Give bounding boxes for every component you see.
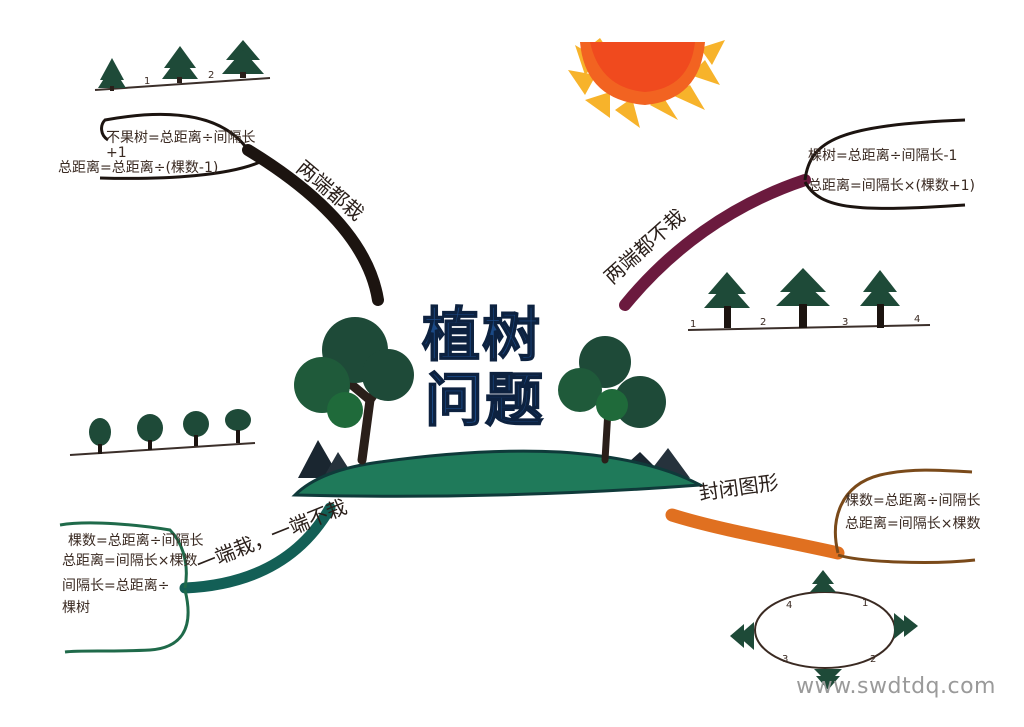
round-tree-icon [89,418,111,454]
pine-tree-icon [162,46,198,83]
tree-number: 2 [760,317,766,328]
pine-tree-icon [860,270,900,328]
pine-tree-icon [222,40,264,78]
loop-number: 2 [870,654,876,665]
branch-label: 封闭图形 [697,470,780,505]
pine-tree-icon [776,268,830,328]
round-tree-icon [183,411,209,446]
note-line: 总距离=间隔长×(棵数+1) [808,177,975,194]
loop-number: 1 [862,598,868,609]
loop-number: 4 [786,600,792,611]
note-line: 棵数=总距离÷间隔长 [845,492,980,509]
tree-number: 2 [208,70,214,81]
round-tree-icon [225,409,251,443]
note-line: +1 [106,145,127,161]
branch-both-ends: 不果树=总距离÷间隔长 +1 总距离=总距离÷(棵数-1) 两端都栽 [58,112,384,306]
tree-number: 4 [914,314,920,325]
large-tree-right-icon [558,336,666,464]
tree-row-both-ends: 1 2 [94,40,271,91]
note-line: 间隔长=总距离÷ [62,577,169,594]
pine-tree-icon [814,669,842,690]
branch-one-end: 棵数=总距离÷间隔长 总距离=间隔长×棵数 间隔长=总距离÷ 棵树 一端栽，一端… [59,494,350,654]
tree-row-one-end [69,409,256,456]
title-line-1: 植树 [422,301,542,369]
note-line: 棵树=总距离÷间隔长-1 [808,147,957,164]
note-line: 总距离=间隔长×棵数 [845,515,980,532]
large-tree-left-icon [294,317,414,465]
round-tree-icon [137,414,163,450]
tree-number: 3 [842,317,848,328]
branch-neither-end: 棵树=总距离÷间隔长-1 总距离=间隔长×(棵数+1) 两端都不栽 [599,118,975,311]
tree-number: 1 [690,319,696,330]
pine-tree-icon [704,272,750,328]
closed-loop-diagram: 1 2 3 4 [730,570,918,690]
pine-tree-icon [810,570,836,592]
central-illustration: 植树 问题 [291,300,706,498]
pine-tree-icon [98,58,126,91]
pine-tree-icon [894,613,918,639]
note-line: 不果树=总距离÷间隔长 [106,129,255,146]
note-line: 棵数=总距离÷间隔长 [68,532,203,549]
tree-row-neither-end: 1 2 3 4 [687,268,931,331]
loop-number: 3 [782,654,788,665]
note-line: 总距离=间隔长×棵数 [62,552,197,569]
pine-tree-icon [730,622,754,650]
note-line: 棵树 [62,600,90,616]
title-line-2: 问题 [425,366,545,434]
watermark: www.swdtdq.com [796,674,996,699]
sun-icon [568,38,725,128]
note-line: 总距离=总距离÷(棵数-1) [58,159,218,176]
branch-closed: 棵数=总距离÷间隔长 总距离=间隔长×棵数 封闭图形 [665,468,980,564]
tree-number: 1 [144,76,150,87]
